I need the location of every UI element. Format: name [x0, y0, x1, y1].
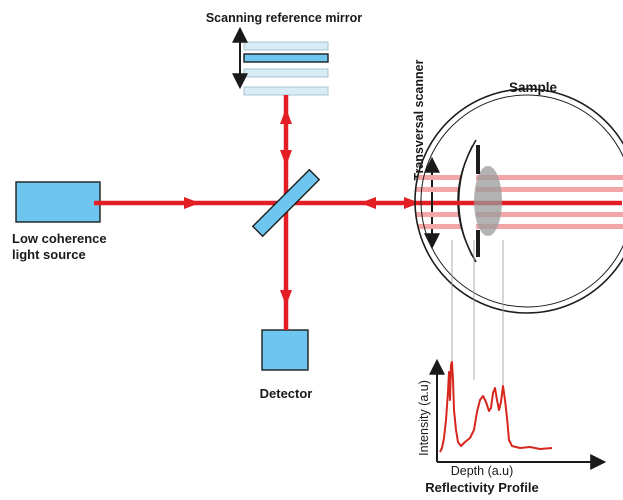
detector-box	[261, 329, 309, 371]
eyeball-outer	[414, 88, 623, 314]
light-source-box	[15, 181, 101, 223]
arrowhead-right-2	[404, 197, 420, 209]
mirror-ghost-3	[243, 86, 329, 96]
eye-sample	[414, 88, 623, 314]
profile-y-label: Intensity (a.u)	[417, 380, 431, 456]
beam-splitter	[251, 168, 321, 238]
arrowhead-left	[360, 197, 376, 209]
light-source-label-line1: Low coherence	[12, 231, 107, 246]
projection-lines	[451, 240, 504, 385]
arrowhead-right-1	[184, 197, 200, 209]
mirror-ghost-top	[243, 41, 329, 51]
profile-curve	[439, 361, 553, 453]
mirror-main	[243, 53, 329, 63]
eye-lens	[474, 166, 502, 236]
arrowhead-down-1	[280, 150, 292, 166]
scan-beams	[415, 175, 623, 229]
light-source-label-line2: light source	[12, 247, 86, 262]
mirror-ghost-2	[243, 68, 329, 78]
scanner-label: Transversal scanner	[412, 59, 426, 180]
arrowhead-down-2	[280, 290, 292, 306]
profile-title: Reflectivity Profile	[425, 480, 538, 495]
beam-arrowheads	[184, 108, 420, 306]
sample-label: Sample	[509, 80, 558, 95]
reference-mirror	[232, 26, 329, 96]
profile-x-label: Depth (a.u)	[451, 464, 514, 478]
mirror-label: Scanning reference mirror	[206, 11, 362, 25]
eyeball-inner	[420, 94, 623, 308]
arrowhead-up	[280, 108, 292, 124]
detector-label: Detector	[260, 386, 313, 401]
reflectivity-profile-plot	[429, 358, 607, 470]
